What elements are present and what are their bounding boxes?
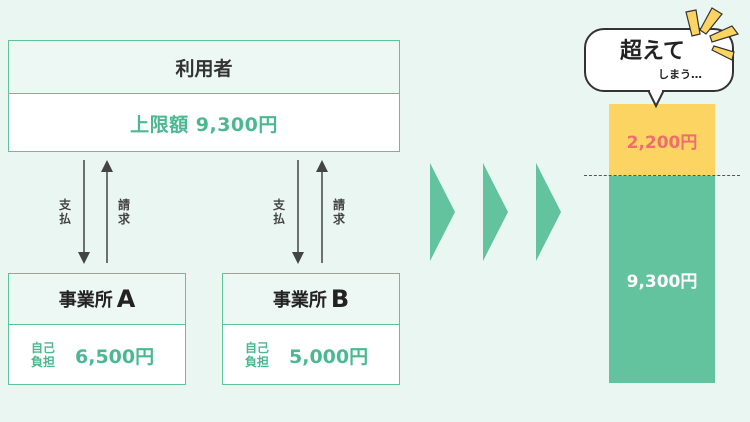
office-b-amount: 5,000円 (289, 345, 369, 368)
user-title: 利用者 (9, 41, 399, 94)
office-a-amount: 6,500円 (75, 345, 155, 368)
bubble-sub-text: しまう… (658, 68, 702, 81)
bar-over-value: 2,200円 (626, 132, 698, 153)
user-limit: 上限額 9,300円 (130, 113, 278, 136)
office-a-body: 自己負担 6,500円 (9, 325, 185, 385)
claim-label-b: 請求 (332, 198, 345, 226)
bar-over-segment: 2,200円 (609, 104, 715, 176)
office-b-burden-label: 自己負担 (245, 341, 270, 369)
office-b-body: 自己負担 5,000円 (223, 325, 399, 385)
limit-line (584, 175, 740, 176)
office-b-name: 事業所 (272, 290, 327, 311)
chevron-icon (483, 163, 508, 261)
office-a-letter: A (116, 285, 136, 313)
bar-main-segment: 9,300円 (609, 176, 715, 383)
chevron-icon (536, 163, 561, 261)
user-box: 利用者 上限額 9,300円 (8, 40, 400, 152)
bubble-main-text: 超えて (620, 39, 685, 64)
office-a-burden-label: 自己負担 (31, 341, 56, 369)
chevron-icon (430, 163, 455, 261)
bar-main-value: 9,300円 (626, 272, 698, 292)
office-a-name: 事業所 (58, 290, 113, 311)
pay-label-a: 支払 (58, 198, 71, 226)
claim-label-a: 請求 (117, 198, 130, 226)
pay-label-b: 支払 (272, 198, 285, 226)
office-b-letter: B (330, 285, 350, 313)
